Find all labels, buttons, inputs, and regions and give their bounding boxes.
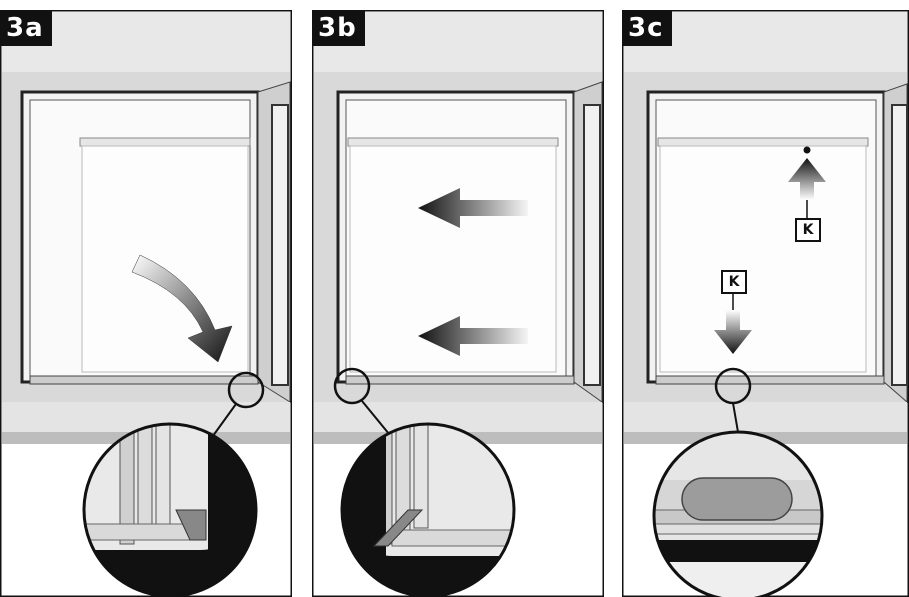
panel-3b: 3b: [312, 10, 604, 597]
callout-k-bottom: K: [721, 270, 747, 294]
window-illustration-3c: [622, 10, 909, 597]
window-illustration-3b: [312, 10, 604, 597]
step-badge-3c: 3c: [622, 10, 672, 46]
callout-k-top: K: [795, 218, 821, 242]
window-illustration-3a: [0, 10, 292, 597]
step-badge-3b: 3b: [312, 10, 365, 46]
step-badge-3a: 3a: [0, 10, 52, 46]
panel-3c: 3c K K: [622, 10, 909, 597]
panel-3a: 3a: [0, 10, 292, 597]
